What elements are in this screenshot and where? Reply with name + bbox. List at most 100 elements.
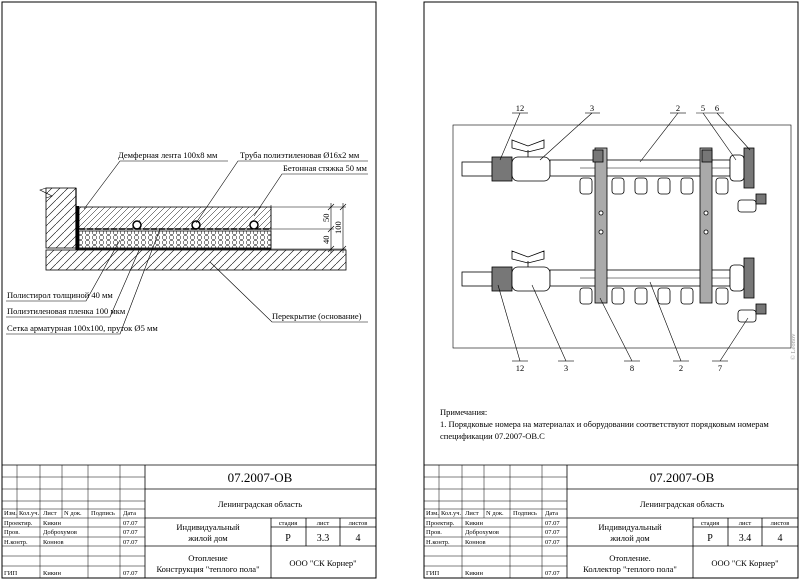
stamp-code: 07.2007-ОВ xyxy=(228,470,293,485)
stamp-role: ГИП xyxy=(426,570,439,577)
polystyrene-layer xyxy=(78,230,272,249)
callout-number: 12 xyxy=(516,103,525,113)
stamp-sheet-title-1: Отопление. xyxy=(609,553,651,563)
callout-number: 6 xyxy=(715,103,719,113)
stamp-person: Кикин xyxy=(465,570,483,577)
callout-number: 2 xyxy=(676,103,680,113)
stamp-role: Пров. xyxy=(4,529,20,536)
label-pipe: Труба полиэтиленовая Ø16х2 мм xyxy=(240,150,360,160)
stamp-date: 07.07 xyxy=(545,520,560,527)
stamp-stage-header: стадия xyxy=(701,520,719,527)
dimension-lines xyxy=(271,203,347,253)
stamp-col-podpis: Подпись xyxy=(91,510,115,517)
stamp-stage: Р xyxy=(285,533,291,544)
label-screed: Бетонная стяжка 50 мм xyxy=(283,163,367,173)
concrete-screed xyxy=(78,206,272,230)
stamp-role: Н.контр. xyxy=(4,539,28,546)
right-sheet: 12 3 2 5 6 12 3 8 2 7 Примечания: 1. Пор… xyxy=(423,1,799,579)
stamp-role: Проектир. xyxy=(426,520,455,527)
stamp-person: Кикин xyxy=(465,520,483,527)
callout-number: 5 xyxy=(701,103,705,113)
pipe-section xyxy=(249,220,259,230)
stamp-object-2: жилой дом xyxy=(609,533,650,543)
stamp-stage: Р xyxy=(707,533,713,544)
pipe-section xyxy=(191,220,201,230)
stamp-col-data: Дата xyxy=(123,510,136,517)
callout-number: 7 xyxy=(718,363,722,373)
label-polystyrene: Полистирол толщиной 40 мм xyxy=(7,290,113,300)
stamp-sheet: 3.4 xyxy=(739,533,752,544)
stamp-object-1: Индивидуальный xyxy=(598,522,662,532)
floor-slab xyxy=(45,249,347,271)
stamp-sheet: 3.3 xyxy=(317,533,330,544)
stamp-role: Пров. xyxy=(426,529,442,536)
stamp-company: ООО "СК Корнер" xyxy=(711,558,778,568)
stamp-sheets-header: листов xyxy=(349,520,368,527)
notes-title: Примечания: xyxy=(440,407,487,417)
stamp-col-kol-uch: Кол.уч. xyxy=(441,510,462,517)
label-slab: Перекрытие (основание) xyxy=(272,311,362,321)
stamp-object-2: жилой дом xyxy=(187,533,228,543)
dimension-bottom: 40 xyxy=(321,236,331,245)
damper-tape xyxy=(76,206,79,250)
title-block xyxy=(2,464,376,578)
stamp-col-n-dok: N док. xyxy=(64,510,82,517)
callout-number: 12 xyxy=(516,363,525,373)
callout-number: 2 xyxy=(679,363,683,373)
stamp-company: ООО "СК Корнер" xyxy=(289,558,356,568)
wall xyxy=(45,187,77,249)
stamp-sheets-header: листов xyxy=(771,520,790,527)
watermark: © Leonov xyxy=(790,333,797,360)
stamp-col-podpis: Подпись xyxy=(513,510,537,517)
stamp-person: Коннов xyxy=(43,539,64,546)
stamp-col-list: Лист xyxy=(465,510,479,517)
stamp-col-izm: Изм. xyxy=(426,510,439,517)
stamp-region: Ленинградская область xyxy=(218,499,302,509)
stamp-date: 07.07 xyxy=(123,539,138,546)
stamp-date: 07.07 xyxy=(123,570,138,577)
stamp-sheets: 4 xyxy=(778,533,783,544)
mounting-bracket xyxy=(699,147,713,304)
stamp-role: Проектир. xyxy=(4,520,33,527)
stamp-col-list: Лист xyxy=(43,510,57,517)
left-sheet-frame xyxy=(1,1,377,579)
stamp-person: Коннов xyxy=(465,539,486,546)
callout-number: 3 xyxy=(590,103,594,113)
note-line: 1. Порядковые номера на материалах и обо… xyxy=(440,419,769,429)
right-sheet-frame xyxy=(423,1,799,579)
mounting-bracket xyxy=(594,147,608,304)
note-line: спецификации 07.2007-ОВ.С xyxy=(440,431,545,441)
stamp-code: 07.2007-ОВ xyxy=(650,470,715,485)
label-film: Полиэтиленовая пленка 100 мкм xyxy=(7,306,126,316)
stamp-sheet-header: лист xyxy=(317,520,330,527)
stamp-col-kol-uch: Кол.уч. xyxy=(19,510,40,517)
stamp-sheet-title-1: Отопление xyxy=(188,553,228,563)
stamp-col-izm: Изм. xyxy=(4,510,17,517)
stamp-person: Кикин xyxy=(43,520,61,527)
floor-section-drawing: 50 40 100 xyxy=(6,160,368,335)
callout-number: 8 xyxy=(630,363,634,373)
stamp-sheet-title-2: Коллектор "теплого пола" xyxy=(583,564,677,574)
collector-drawing xyxy=(461,139,767,323)
label-mesh: Сетка арматурная 100х100, пруток Ø5 мм xyxy=(7,323,158,333)
stamp-object-1: Индивидуальный xyxy=(176,522,240,532)
collector-drawing-frame xyxy=(452,124,792,349)
dimension-top: 50 xyxy=(321,214,331,223)
pipe-section xyxy=(132,220,142,230)
stamp-role: ГИП xyxy=(4,570,17,577)
stamp-stage-header: стадия xyxy=(279,520,297,527)
stamp-person: Доброхумов xyxy=(465,529,499,536)
callout-number: 3 xyxy=(564,363,568,373)
title-block xyxy=(424,464,798,578)
stamp-person: Доброхумов xyxy=(43,529,77,536)
stamp-sheet-title-2: Конструкция "теплого пола" xyxy=(156,564,259,574)
stamp-sheet-header: лист xyxy=(739,520,752,527)
stamp-date: 07.07 xyxy=(123,520,138,527)
stamp-sheets: 4 xyxy=(356,533,361,544)
label-damper-tape: Демферная лента 100х8 мм xyxy=(118,150,218,160)
stamp-role: Н.контр. xyxy=(426,539,450,546)
dimension-total: 100 xyxy=(333,221,343,234)
stamp-col-n-dok: N док. xyxy=(486,510,504,517)
stamp-col-data: Дата xyxy=(545,510,558,517)
left-sheet: 50 40 100 Демферная лента 100х8 мм Труба… xyxy=(1,1,377,579)
